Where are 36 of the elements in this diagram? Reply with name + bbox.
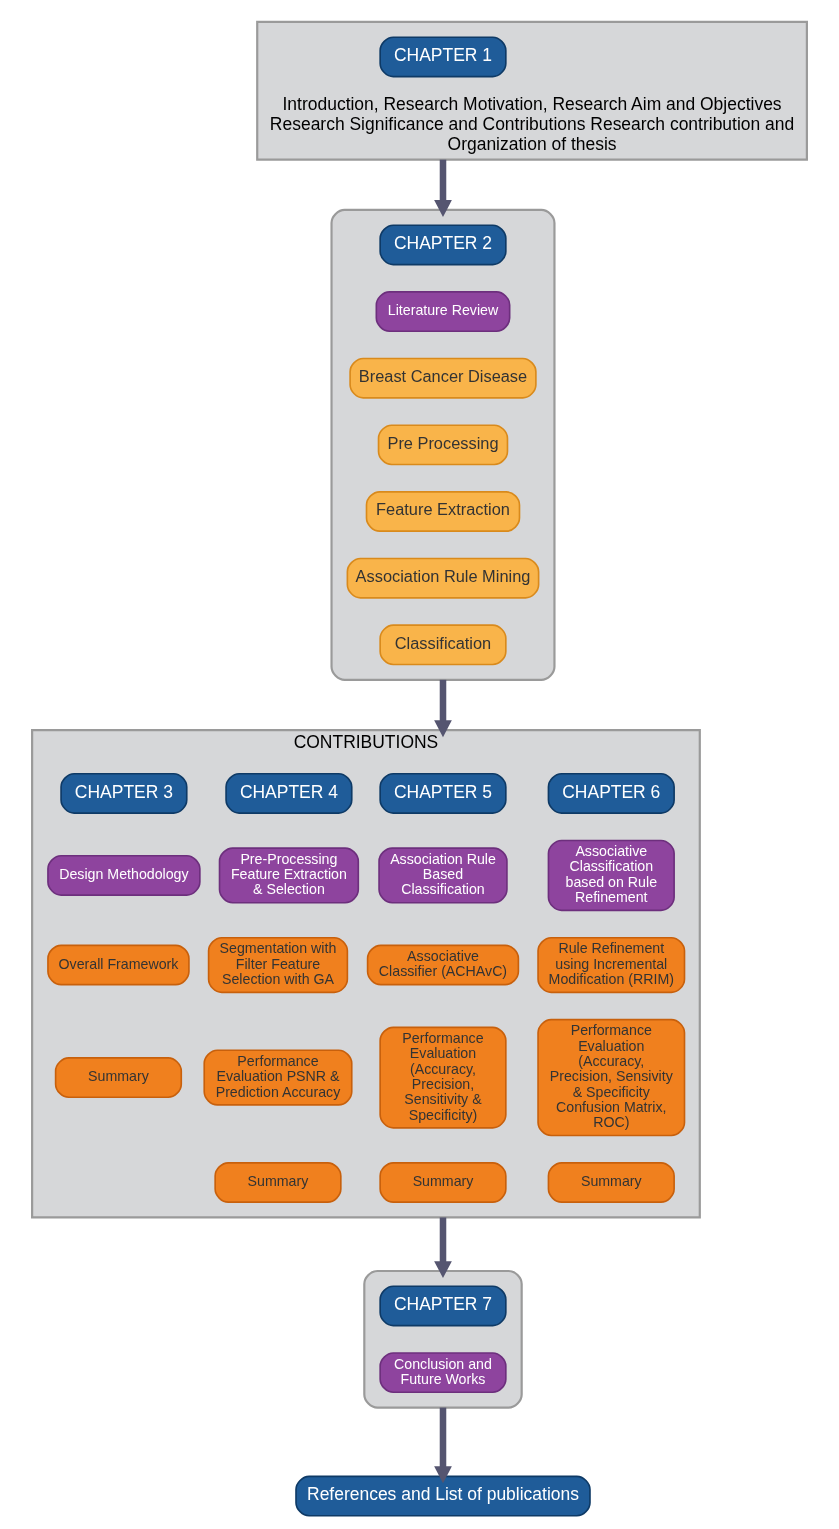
arrow (434, 159, 452, 217)
node-box: CHAPTER 5 (379, 772, 507, 814)
node-box: Segmentation with Filter Feature Selection with GA (207, 936, 349, 994)
node-box: Associative Classification based on Rule Refinement (547, 839, 675, 912)
node-box: References and List of publications (295, 1475, 591, 1517)
node-box: Associative Classifier (ACHAvC) (366, 944, 520, 986)
node-box: Summary (547, 1162, 675, 1203)
cluster (330, 208, 556, 681)
node-box: Pre Processing (377, 424, 509, 466)
node-box: CHAPTER 3 (60, 772, 188, 814)
cluster (363, 1269, 523, 1409)
node-box: Rule Refinement using Incremental Modification (RRIM) (537, 936, 686, 994)
node-box: Classification (379, 624, 507, 666)
arrow (434, 1407, 452, 1484)
node-box: Performance Evaluation (Accuracy, Precision, Sensivity & Specificity Confusion Matrix, ROC) (537, 1018, 686, 1137)
node-box: Conclusion and Future Works (379, 1352, 507, 1394)
node-box: Overall Framework (47, 944, 190, 986)
node-box: Summary (214, 1162, 342, 1203)
node-box: Pre-Processing Feature Extraction & Selection (218, 847, 360, 904)
node-box: Literature Review (375, 291, 511, 333)
node-box: CHAPTER 2 (379, 224, 507, 266)
node-box: Performance Evaluation (Accuracy, Precision, Sensitivity & Specificity) (379, 1026, 507, 1129)
node-box: Breast Cancer Disease (349, 357, 537, 399)
node-box: CHAPTER 6 (547, 772, 675, 814)
arrow (434, 1217, 452, 1279)
node-box: Association Rule Mining (346, 557, 540, 599)
node-box: Summary (379, 1162, 507, 1203)
node-box: CHAPTER 7 (379, 1285, 507, 1327)
node-box: Performance Evaluation PSNR & Prediction Accuracy (203, 1049, 353, 1106)
node-box: Feature Extraction (365, 491, 521, 532)
arrow (434, 679, 452, 738)
node-box: Design Methodology (47, 854, 201, 896)
node-box: CHAPTER 4 (225, 772, 353, 814)
node-box: CHAPTER 1 (379, 36, 507, 78)
node-box: Association Rule Based Classification (378, 847, 508, 904)
node-box: Summary (54, 1057, 183, 1099)
